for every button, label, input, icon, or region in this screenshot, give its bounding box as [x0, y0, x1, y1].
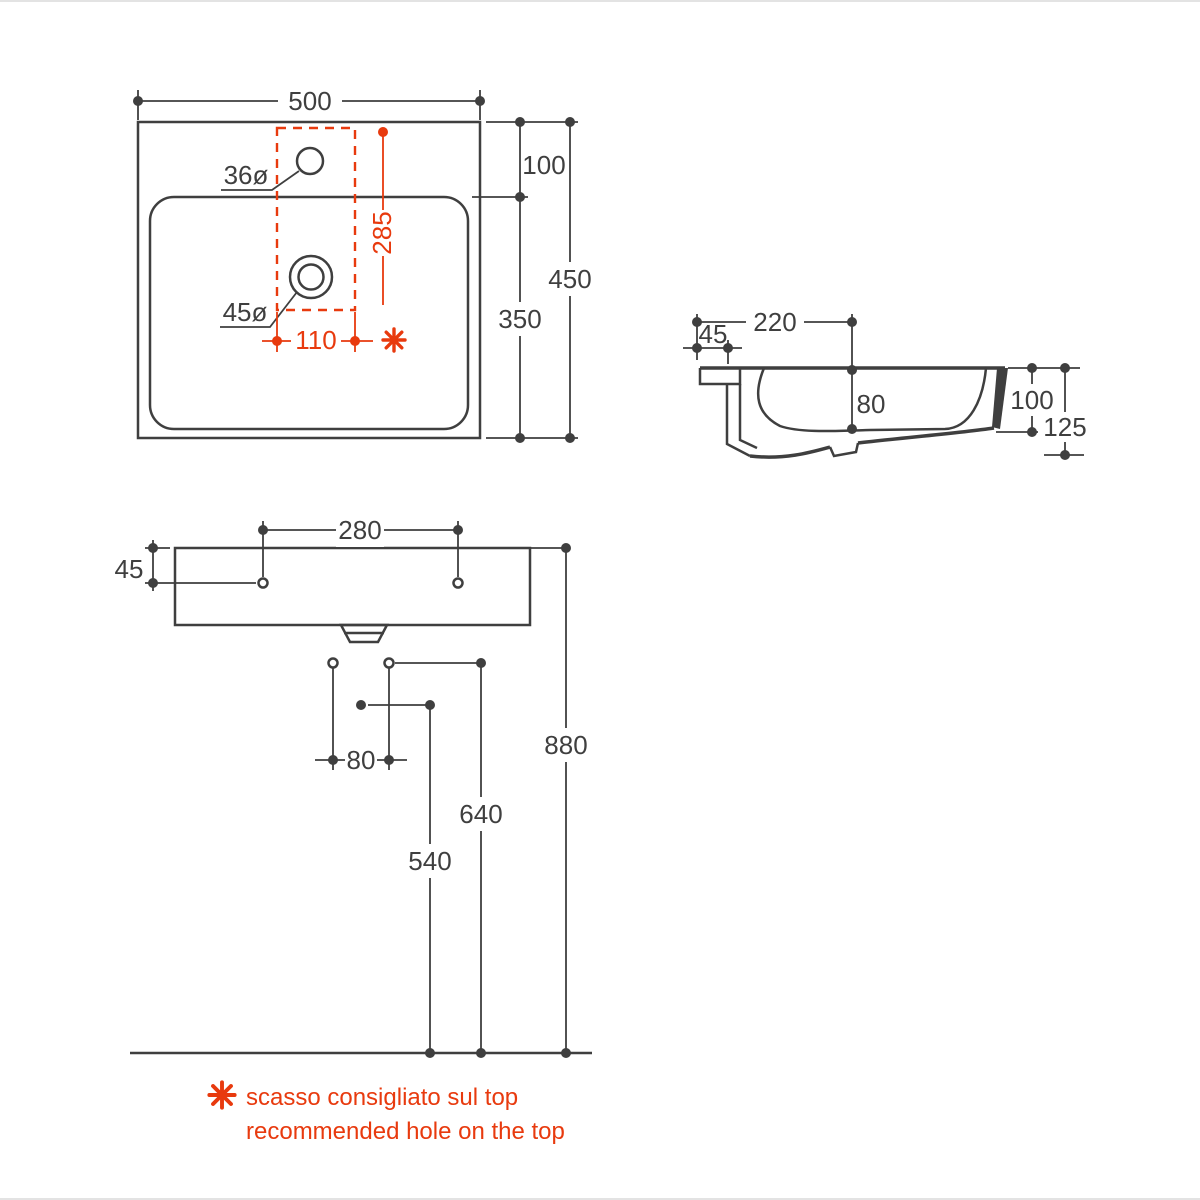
dim-dot [148, 578, 158, 588]
drain-point [356, 700, 366, 710]
dim-dot [453, 525, 463, 535]
front-view: 280 45 80 640 540 880 [115, 513, 592, 1058]
dim-dot [1060, 363, 1070, 373]
dim-dot [1027, 363, 1037, 373]
dim-label-total-height: 125 [1043, 412, 1086, 442]
wall-hole [327, 657, 339, 669]
label-tap-hole-diameter: 36ø [224, 160, 269, 190]
dim-dot-red [378, 127, 388, 137]
dim-dot-red [272, 336, 282, 346]
dim-label-width: 500 [288, 86, 331, 116]
dim-dot [476, 1048, 486, 1058]
dim-dot [565, 117, 575, 127]
label-mask [542, 728, 590, 762]
dim-dot [133, 96, 143, 106]
page-border-bottom [0, 1198, 1200, 1200]
mount-hole [452, 577, 464, 589]
dim-dot [561, 1048, 571, 1058]
dim-label-bracket-depth: 45 [699, 319, 728, 349]
label-mask [336, 513, 384, 547]
dim-lines-front [145, 521, 567, 1053]
dim-dot-red [350, 336, 360, 346]
dim-dot [258, 525, 268, 535]
dim-dot [692, 317, 702, 327]
wall-hole [383, 657, 395, 669]
label-mask [345, 744, 377, 776]
label-mask [369, 210, 397, 256]
dim-label-mount-offset: 45 [115, 554, 144, 584]
bowl-outline-plan [148, 195, 470, 431]
dim-label-depth-to-drain: 220 [753, 307, 796, 337]
dim-label-depth: 450 [548, 264, 591, 294]
dim-dot [425, 1048, 435, 1058]
dim-dot [515, 117, 525, 127]
front-edge-section [992, 368, 1008, 429]
wall-bracket [698, 368, 742, 386]
label-mask [457, 797, 505, 831]
asterisk-icon [381, 327, 407, 353]
tap-hole [295, 146, 325, 176]
legend: scasso consigliato sul top recommended h… [207, 1080, 565, 1145]
drain-fitting [338, 623, 390, 644]
label-mask [746, 305, 804, 339]
dim-dot [328, 755, 338, 765]
page-border-top [0, 0, 1200, 2]
legend-note-italian: scasso consigliato sul top [246, 1084, 518, 1111]
dim-dot [384, 755, 394, 765]
leader-lines [220, 170, 300, 328]
label-mask [546, 262, 594, 296]
drain-hole-inner [297, 263, 325, 291]
dim-dot [692, 343, 702, 353]
legend-note-english: recommended hole on the top [246, 1118, 565, 1145]
plan-view: 500 100 450 350 36ø 45ø 110 285 [133, 85, 594, 443]
dim-dot [1060, 450, 1070, 460]
dim-label-hole-height: 640 [459, 799, 502, 829]
dim-dot [847, 424, 857, 434]
label-mask [1042, 412, 1088, 442]
recommended-cutout: 110 285 [262, 126, 407, 355]
dim-dot [1027, 427, 1037, 437]
back-wall [725, 384, 758, 458]
dim-label-tap-spacing: 80 [347, 745, 376, 775]
basin-outline-front [173, 546, 532, 627]
mount-hole [257, 577, 269, 589]
cutout-dashed-outline [275, 126, 357, 312]
dim-label-rim-height: 880 [544, 730, 587, 760]
dim-dot [565, 433, 575, 443]
label-mask [406, 844, 454, 878]
dim-label-drain-height: 540 [408, 846, 451, 876]
label-mask [278, 85, 342, 117]
basin-bottom [749, 426, 995, 459]
label-drain-diameter: 45ø [223, 297, 268, 327]
drain-hole-outer [288, 254, 334, 300]
dim-dot [723, 343, 733, 353]
bowl-profile [756, 367, 988, 433]
drain-boss [828, 442, 860, 458]
dim-dot [475, 96, 485, 106]
dim-label-cutout-width: 110 [295, 325, 336, 355]
dim-dot [847, 365, 857, 375]
label-mask [496, 302, 544, 336]
dim-dot [476, 658, 486, 668]
basin-outline-plan [136, 120, 482, 440]
label-mask [1008, 384, 1056, 416]
dim-label-rim-offset: 100 [522, 150, 565, 180]
dim-label-cutout-length: 285 [367, 211, 397, 254]
dim-dot [148, 543, 158, 553]
dim-dot [515, 192, 525, 202]
dim-dot [515, 433, 525, 443]
dim-label-bowl-depth: 350 [498, 304, 541, 334]
asterisk-icon [207, 1080, 237, 1110]
dim-dot [847, 317, 857, 327]
dim-dot [561, 543, 571, 553]
dim-lines-right [472, 121, 578, 439]
dim-label-mount-spacing: 280 [338, 515, 381, 545]
dim-label-bowl-inner-depth: 80 [857, 389, 886, 419]
dim-label-edge-height: 100 [1010, 385, 1053, 415]
side-view: 220 45 80 100 125 [683, 305, 1088, 460]
dim-dot [425, 700, 435, 710]
